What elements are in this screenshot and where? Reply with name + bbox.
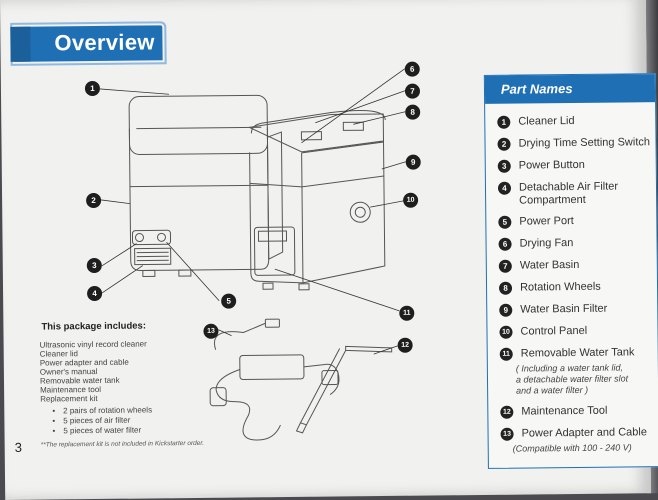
package-line: Replacement kit: [40, 394, 98, 404]
package-bullet: 5 pieces of air filter: [52, 416, 130, 426]
part-item-4-line2: Compartment: [519, 193, 586, 207]
part-item-11-note: a detachable water filter slot: [515, 373, 629, 385]
callout-13: 13: [203, 323, 219, 339]
left-cleaner-body: [128, 127, 270, 272]
callout-3: 3: [86, 257, 102, 274]
part-names-header: Part Names: [484, 74, 656, 104]
power-adapter-shape: [239, 354, 305, 380]
left-control-area: [131, 229, 172, 246]
maintenance-tool-shaft: [299, 348, 347, 426]
callout-6: 6: [404, 61, 420, 77]
rotation-wheel-shape: [349, 201, 371, 223]
callout-12: 12: [397, 337, 413, 353]
product-illustration: [99, 68, 406, 441]
package-line: Power adapter and cable: [39, 357, 129, 368]
callout-11: 11: [399, 305, 415, 321]
adapter-cord-top: [214, 322, 266, 350]
cleaner-lid-shape: [128, 94, 269, 156]
part-item-13-note: (Compatible with 100 - 240 V): [512, 442, 632, 454]
part-item-11-note: and a water filter ): [516, 384, 589, 396]
callout-1: 1: [84, 80, 101, 97]
package-title: This package includes:: [41, 320, 147, 333]
right-cleaner-basin: [247, 113, 385, 153]
callout-10: 10: [403, 192, 419, 208]
page-number: 3: [14, 439, 22, 455]
package-line: Ultrasonic vinyl record cleaner: [39, 339, 147, 350]
maintenance-tool-head: [345, 345, 393, 353]
package-line: Removable water tank: [39, 375, 120, 386]
callout-2: 2: [86, 192, 102, 209]
callout-7: 7: [404, 83, 421, 99]
callout-4: 4: [87, 285, 103, 302]
package-bullet: 5 pieces of water filter: [52, 426, 141, 436]
callout-8: 8: [405, 104, 421, 120]
package-bullet: 2 pairs of rotation wheels: [52, 405, 152, 415]
package-line: Cleaner lid: [39, 349, 79, 359]
callout-5: 5: [221, 293, 237, 309]
water-tank-shape: [253, 226, 296, 276]
right-cleaner-side: [301, 141, 386, 284]
callout-9: 9: [405, 154, 421, 170]
part-names-title: Part Names: [500, 81, 573, 97]
right-cleaner-front: [249, 152, 304, 284]
